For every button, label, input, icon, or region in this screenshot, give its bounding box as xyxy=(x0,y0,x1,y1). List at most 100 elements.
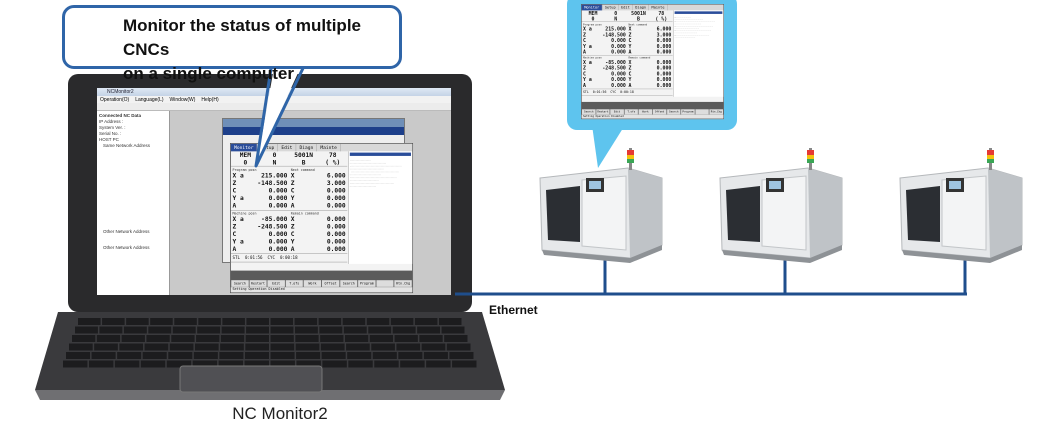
softkey[interactable] xyxy=(376,280,394,287)
axis-name: C xyxy=(290,230,295,238)
cnc-program-panel xyxy=(673,10,724,97)
axis-value: 0.000 xyxy=(268,245,288,253)
softkey[interactable]: Offset xyxy=(652,109,667,115)
softkey[interactable]: Edit xyxy=(267,280,285,287)
menu-language[interactable]: Language(L) xyxy=(135,96,164,103)
program-highlight xyxy=(674,11,723,14)
key xyxy=(246,318,269,325)
key xyxy=(319,326,343,334)
key xyxy=(172,326,196,334)
cnc-section-label: Machine posn xyxy=(232,211,257,216)
program-line xyxy=(674,22,701,25)
key xyxy=(392,326,416,334)
cnc-tab[interactable]: Edit xyxy=(619,4,633,11)
softkey[interactable]: Search xyxy=(666,109,681,115)
softkey[interactable] xyxy=(695,109,709,115)
tree-item[interactable]: HOST PC xyxy=(99,137,119,142)
cnc-axis-row: A 0.000 xyxy=(583,49,626,55)
axis-name: C xyxy=(582,37,586,44)
softkey[interactable]: Program xyxy=(358,280,376,287)
softkey[interactable]: Search xyxy=(340,280,358,287)
axis-value: 0.000 xyxy=(611,49,626,55)
program-line xyxy=(349,178,379,181)
menu-help[interactable]: Help(H) xyxy=(201,96,219,103)
key xyxy=(168,352,193,359)
cnc-time: 0:00:18 xyxy=(620,90,634,94)
tree-item[interactable]: Other Network Address xyxy=(103,229,150,234)
keyboard xyxy=(63,318,477,368)
softkey[interactable]: Edit xyxy=(610,109,624,115)
cnc-tab[interactable]: Monitor xyxy=(581,4,603,11)
axis-value: -148.500 xyxy=(257,179,288,187)
axis-name: A xyxy=(582,49,586,55)
cnc-tab[interactable]: Edit xyxy=(278,143,297,152)
key xyxy=(398,352,423,359)
softkey[interactable]: Work xyxy=(638,109,653,115)
softkey[interactable]: Restart xyxy=(596,109,610,115)
tree-item[interactable]: System Ver. : xyxy=(99,125,126,130)
axis-name: Y xyxy=(290,194,295,202)
axis-value: -85.000 xyxy=(261,215,288,223)
cnc-tab[interactable]: Diagn xyxy=(296,143,317,152)
key xyxy=(222,318,245,325)
key xyxy=(444,335,468,342)
cnc-section-label: Remain command xyxy=(290,211,319,216)
key xyxy=(294,326,318,334)
axis-value: 0.000 xyxy=(268,201,288,210)
cnc-tab[interactable]: Setup xyxy=(602,4,619,11)
softkey[interactable]: Work xyxy=(303,280,322,287)
menu-operation[interactable]: Operation(O) xyxy=(100,96,130,103)
axis-name: Y xyxy=(628,43,632,50)
axis-name: Z xyxy=(232,222,237,231)
softkey[interactable]: Program xyxy=(681,109,695,115)
axis-name: A xyxy=(628,82,632,89)
key xyxy=(295,343,320,351)
axis-value: 215.000 xyxy=(261,171,288,180)
program-line xyxy=(349,184,377,187)
softkey[interactable]: Restart xyxy=(249,280,267,287)
axis-value: 0.000 xyxy=(326,186,346,195)
cnc-tab[interactable]: Setup xyxy=(257,143,279,152)
softkey[interactable]: Offset xyxy=(321,280,340,287)
key xyxy=(142,352,167,359)
cnc-tab[interactable]: Diagn xyxy=(633,4,649,11)
softkey[interactable]: Search xyxy=(231,280,249,287)
softkey[interactable]: Rtn.Chg xyxy=(394,280,412,287)
softkey[interactable]: Rtn.Chg xyxy=(709,109,724,115)
axis-value: 0.000 xyxy=(611,70,626,77)
axis-value: 0.000 xyxy=(656,43,672,50)
softkey[interactable]: T.ofs xyxy=(285,280,303,287)
key xyxy=(197,326,221,334)
axis-value: 215.000 xyxy=(605,26,626,32)
key xyxy=(245,343,269,351)
axis-name: A xyxy=(582,82,586,89)
tree-item[interactable]: Serial No. : xyxy=(99,131,122,136)
cnc-tab[interactable]: Mainte xyxy=(317,143,341,152)
softkey[interactable]: Search xyxy=(581,109,596,115)
cnc-time: CYC xyxy=(267,255,276,261)
cnc-tab[interactable]: Monitor xyxy=(230,143,258,152)
tree-item[interactable]: IP Address : xyxy=(99,119,124,124)
tree-item[interactable]: Other Network Address xyxy=(103,245,150,250)
program-line xyxy=(674,15,691,18)
key xyxy=(318,318,342,325)
cnc-tab[interactable]: Mainte xyxy=(649,4,668,11)
softkey[interactable]: T.ofs xyxy=(624,109,638,115)
key xyxy=(219,352,244,359)
menu-window[interactable]: Window(W) xyxy=(169,96,196,103)
tree-item[interactable]: Same Network Address xyxy=(103,143,151,148)
